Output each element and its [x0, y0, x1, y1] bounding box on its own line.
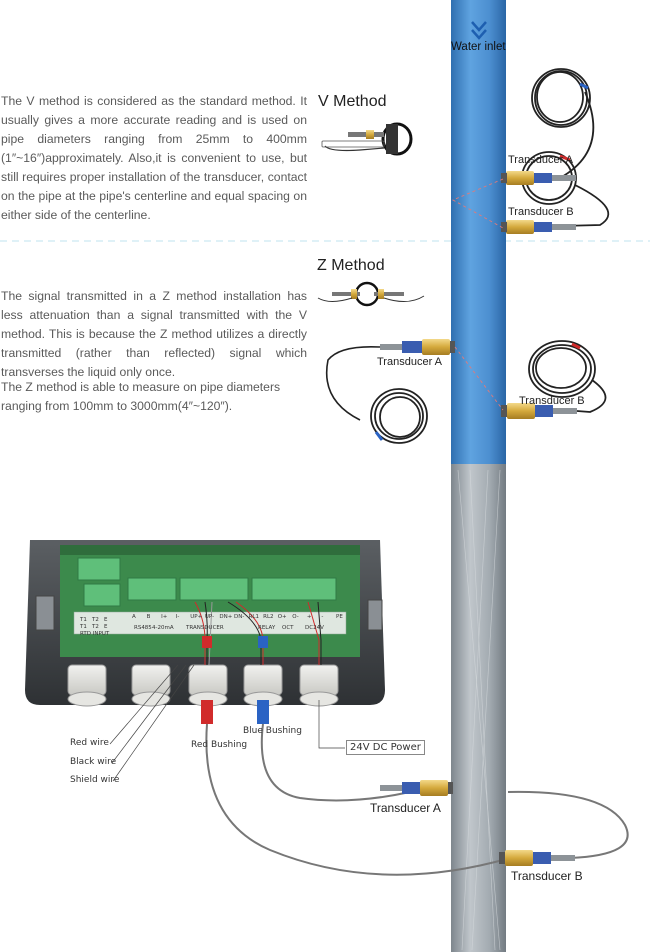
cable-gland-2 [131, 664, 171, 707]
v-method-icon [321, 122, 413, 156]
red-bushing-marker [201, 700, 213, 724]
v-cable-coil-top [531, 68, 595, 179]
terminal-group-label: RS485 [134, 625, 152, 631]
lower-transducer-b-label: Transducer B [511, 869, 583, 883]
z-cable-coil-b [528, 340, 607, 413]
terminal-label: B [146, 614, 151, 620]
blue-sleeve [258, 636, 268, 648]
terminal-label: O+ [277, 614, 287, 620]
cable-gland-5 [299, 664, 339, 707]
v-transducer-b [501, 220, 576, 234]
v-transducer-a-label: Transducer A [508, 154, 574, 166]
rtd-terminal-label: T2 [92, 617, 99, 623]
cable-gland-1 [67, 664, 107, 707]
lower-transducer-a [380, 780, 453, 796]
z-cable-coil-a [370, 388, 428, 444]
terminal-label: DN- [234, 614, 245, 620]
shield-wire-label: Shield wire [70, 775, 120, 785]
v-signal-path [451, 178, 504, 229]
v-transducer-b-label: Transducer B [508, 206, 574, 218]
terminal-label: RL1 [248, 614, 259, 620]
terminal-label: + [306, 614, 312, 620]
cable-gland-4 [243, 664, 283, 707]
terminal-label: RL2 [263, 614, 274, 620]
rtd-terminal-label: T1 [80, 624, 87, 630]
z-cable-a [326, 345, 381, 421]
v-method-description: The V method is considered as the standa… [1, 94, 307, 222]
terminal-label: I+ [161, 614, 168, 620]
blue-bushing-marker [257, 700, 269, 724]
v-transducer-a [501, 171, 576, 185]
terminal-group-label: RELAY [258, 625, 276, 631]
rtd-input-label: RTD INPUT [80, 631, 110, 637]
water-inlet-label: Water inlet [451, 41, 506, 53]
terminal-group-label: TRANSDUCER [186, 625, 224, 631]
z-transducer-b-label: Transducer B [519, 395, 585, 407]
z-method-title: Z Method [317, 257, 385, 274]
rtd-terminal-label: T2 [92, 624, 99, 630]
z-method-range: The Z method is able to measure on pipe … [1, 380, 281, 413]
z-transducer-a [380, 339, 455, 355]
v-method-title: V Method [318, 93, 387, 110]
pipe-texture [457, 469, 501, 951]
pipe-lower-gray [451, 464, 506, 952]
rtd-terminal-label: T1 [80, 617, 87, 623]
z-transducer-b [501, 403, 577, 419]
z-method-description: The signal transmitted in a Z method ins… [1, 289, 307, 379]
red-sleeve [202, 636, 212, 648]
terminal-label: UP+ [190, 614, 203, 620]
terminal-label: I- [175, 614, 180, 620]
cable-to-transducer-b [205, 723, 511, 876]
terminal-label: UP- [204, 614, 215, 620]
dc-power-label: 24V DC Power [346, 740, 425, 755]
terminal-label: DN+ [219, 614, 233, 620]
terminal-label: - [321, 614, 324, 620]
terminal-label: A [132, 614, 136, 620]
leader-lines [109, 664, 345, 782]
rtd-terminal-label: E [104, 617, 108, 623]
black-wire-label: Black wire [70, 757, 117, 767]
terminal-group-label: OCT [282, 625, 294, 631]
cable-b-loop [507, 790, 629, 859]
z-method-icon [317, 281, 425, 307]
rtd-terminal-label: E [104, 624, 108, 630]
flow-direction-icon [471, 21, 487, 40]
z-transducer-a-label: Transducer A [377, 356, 443, 368]
terminal-label: O- [292, 614, 299, 620]
z-signal-path [454, 346, 504, 411]
blue-bushing-label: Blue Bushing [243, 726, 302, 736]
red-bushing-label: Red Bushing [191, 740, 248, 750]
red-wire-label: Red wire [70, 738, 109, 748]
cable-to-transducer-a [260, 723, 411, 802]
terminal-group-label: 4-20mA [152, 625, 174, 631]
pipe-upper-blue [451, 0, 506, 464]
lower-transducer-b [499, 850, 575, 866]
terminal-group-label: DC24V [305, 625, 324, 631]
cable-gland-3 [188, 664, 228, 707]
lower-transducer-a-label: Transducer A [370, 801, 441, 815]
terminal-label: PE [336, 614, 343, 620]
